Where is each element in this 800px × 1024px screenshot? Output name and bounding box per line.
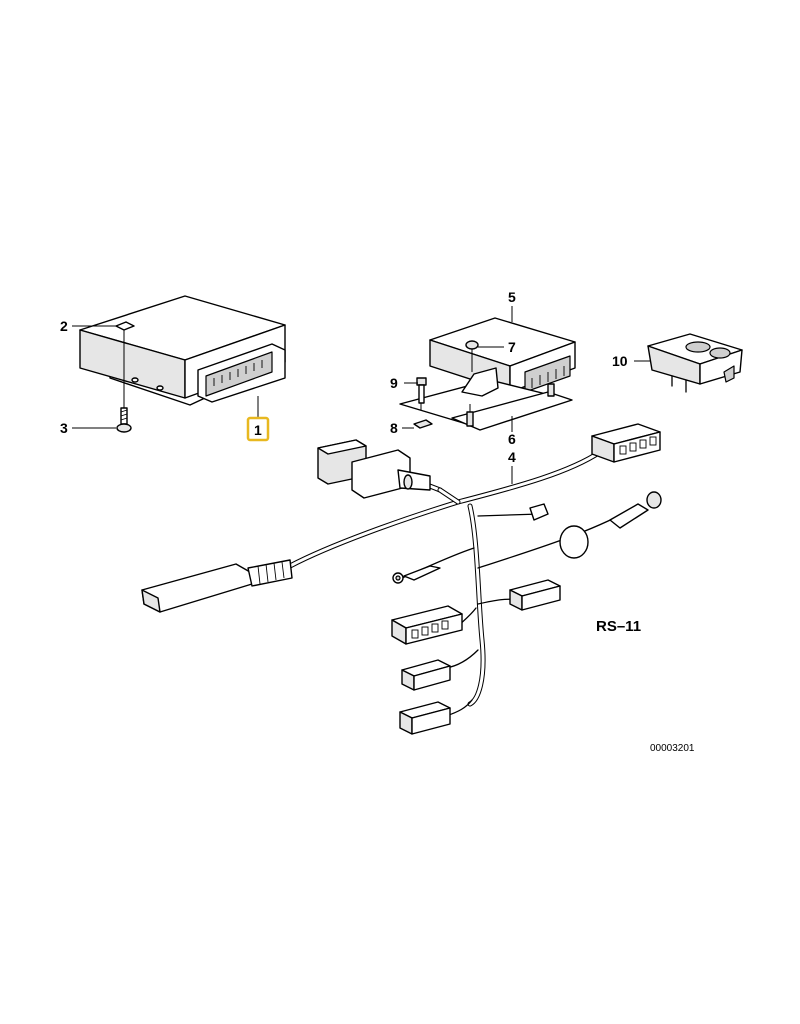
- callout-1[interactable]: 1: [254, 422, 262, 438]
- nut-part-7[interactable]: [465, 340, 479, 372]
- harness-connector-upper-right[interactable]: [591, 423, 661, 463]
- callout-1-highlight: [246, 416, 270, 442]
- clip-part-8[interactable]: [413, 419, 433, 429]
- callout-7: 7: [508, 339, 516, 355]
- harness-plug-upper[interactable]: [317, 439, 431, 499]
- callout-5: 5: [508, 289, 516, 305]
- harness-sensor-right[interactable]: [559, 491, 662, 559]
- harness-connector-bottom[interactable]: [399, 701, 451, 735]
- bolt-part-9[interactable]: [416, 377, 427, 410]
- callout-3: 3: [60, 420, 68, 436]
- callout-10: 10: [612, 353, 628, 369]
- drawing-number: 00003201: [650, 743, 695, 754]
- harness-connector-lower-left[interactable]: [391, 605, 463, 645]
- bracket-part-6[interactable]: [399, 367, 573, 431]
- harness-small-plug[interactable]: [529, 503, 549, 521]
- callout-6: 6: [508, 431, 516, 447]
- screw-part-3[interactable]: [116, 330, 132, 433]
- callout-4: 4: [508, 449, 516, 465]
- harness-plug-left[interactable]: [141, 559, 293, 613]
- switch-part-10[interactable]: [647, 333, 743, 393]
- callout-2: 2: [60, 318, 68, 334]
- harness-ring-terminal[interactable]: [392, 565, 441, 584]
- callout-8: 8: [390, 420, 398, 436]
- figure-code: RS–11: [596, 618, 641, 635]
- wiring-harness-part-4[interactable]: [287, 449, 631, 717]
- leader-lines: [72, 306, 650, 484]
- clip-nut-part-2[interactable]: [115, 321, 135, 331]
- callout-9: 9: [390, 375, 398, 391]
- callout-labels: 2 3 1 5 7 9 8 6 4 10: [60, 289, 628, 465]
- control-unit-part-1[interactable]: [79, 295, 286, 406]
- harness-connector-mid-right[interactable]: [509, 579, 561, 611]
- harness-connector-lower-small[interactable]: [401, 659, 451, 691]
- module-part-5[interactable]: [429, 317, 576, 393]
